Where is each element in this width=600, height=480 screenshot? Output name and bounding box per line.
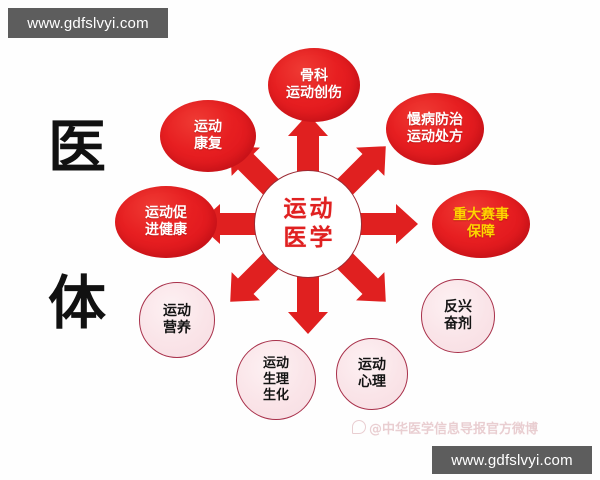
node-label-line: 生理	[262, 372, 289, 388]
node-label-line: 运动	[194, 118, 222, 135]
node-label-line: 运动处方	[407, 129, 463, 145]
node-label-line: 奋剂	[444, 316, 472, 332]
node-label-line: 营养	[163, 320, 191, 336]
watermark-top: www.gdfslvyi.com	[8, 8, 168, 38]
node-label-line: 慢病防治	[407, 111, 463, 128]
node-exercise-promotes-health[interactable]: 运动促进健康	[115, 186, 217, 258]
side-character-sports: 体	[48, 269, 107, 337]
center-node-label-line2: 医学	[283, 225, 336, 251]
node-orthopedics-sports-trauma[interactable]: 骨科运动创伤	[268, 48, 360, 122]
node-major-event-support[interactable]: 重大赛事保障	[432, 190, 530, 258]
node-sports-rehabilitation[interactable]: 运动康复	[160, 100, 256, 172]
side-character-medicine: 医	[48, 113, 107, 181]
node-label-line: 运动	[163, 302, 191, 319]
weibo-logo-icon	[352, 420, 366, 434]
node-label-line: 保障	[467, 224, 495, 240]
node-chronic-disease-exercise-prescription[interactable]: 慢病防治运动处方	[386, 93, 484, 165]
watermark-weibo-text: @中华医学信息导报官方微博	[369, 422, 539, 437]
watermark-weibo: @中华医学信息导报官方微博	[352, 418, 538, 437]
node-label-line: 运动促	[145, 204, 187, 221]
node-label-line: 重大赛事	[453, 206, 509, 223]
node-label-line: 生化	[262, 387, 289, 403]
node-label-line: 骨科	[300, 67, 328, 84]
node-label-line: 康复	[194, 136, 222, 152]
node-sports-psychology[interactable]: 运动心理	[336, 338, 408, 410]
node-anti-doping[interactable]: 反兴奋剂	[421, 279, 495, 353]
node-label-line: 反兴	[444, 298, 472, 315]
watermark-bottom: www.gdfslvyi.com	[432, 446, 592, 474]
center-node-label-line1: 运动	[283, 196, 336, 223]
node-label-line: 心理	[358, 374, 386, 390]
node-label-line: 运动创伤	[286, 85, 342, 101]
node-label-line: 运动	[262, 356, 289, 372]
node-label-line: 进健康	[145, 222, 187, 238]
center-node-sports-medicine[interactable]: 运动 医学	[254, 170, 362, 278]
node-label-line: 运动	[358, 356, 386, 373]
node-sports-physiology-biochemistry[interactable]: 运动生理生化	[236, 340, 316, 420]
node-sports-nutrition[interactable]: 运动营养	[139, 282, 215, 358]
